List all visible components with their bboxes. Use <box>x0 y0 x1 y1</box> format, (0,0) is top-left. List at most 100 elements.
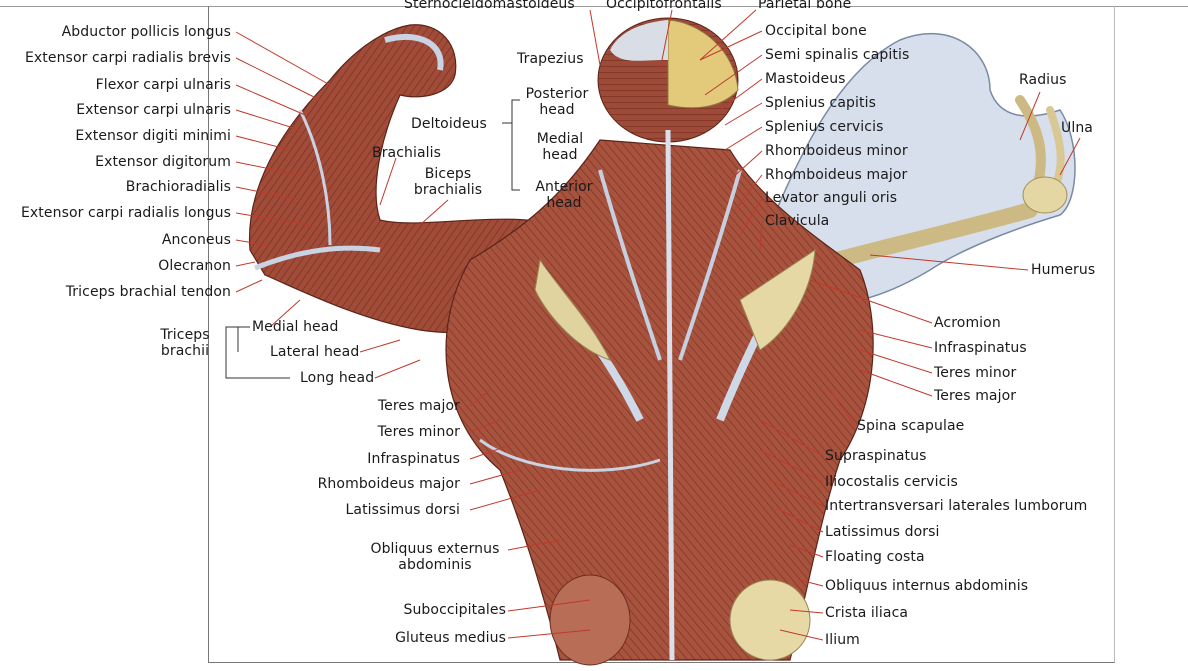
leader-line <box>235 109 301 131</box>
label-spina-scapulae: Spina scapulae <box>857 418 965 434</box>
triceps-bracket <box>225 326 290 379</box>
label-acromion: Acromion <box>934 315 1001 331</box>
leader-line <box>704 54 763 96</box>
label-obliquus-internus-abdominis: Obliquus internus abdominis <box>825 578 1029 594</box>
leader-line <box>235 279 263 293</box>
label-brachialis: Brachialis <box>372 145 442 161</box>
leader-line <box>235 84 306 116</box>
leader-line <box>769 479 824 507</box>
leader-line <box>235 261 256 267</box>
label-occipitofrontalis: Occipitofrontalis <box>606 0 722 12</box>
label-anterior-head: Anterior head <box>535 179 593 211</box>
label-triceps-long-head: Long head <box>300 370 375 386</box>
leader-line <box>235 31 331 86</box>
label-supraspinatus: Supraspinatus <box>825 448 927 464</box>
leader-lines <box>235 9 1081 641</box>
label-extensor-carpi-radialis-longus: Extensor carpi radialis longus <box>20 205 231 221</box>
leader-line <box>374 359 421 379</box>
label-crista-iliaca: Crista iliaca <box>825 605 909 621</box>
label-ilium: Ilium <box>825 632 860 648</box>
label-teres-minor-right: Teres minor <box>934 365 1017 381</box>
leader-line <box>469 444 511 460</box>
label-trapezius: Trapezius <box>517 51 584 67</box>
label-levator-anguli-oris: Levator anguli oris <box>765 190 898 206</box>
label-parietal-bone: Parietal bone <box>758 0 852 12</box>
label-suboccipitales: Suboccipitales <box>403 602 506 618</box>
label-semi-spinalis-capitis: Semi spinalis capitis <box>765 47 910 63</box>
label-extensor-digitorum: Extensor digitorum <box>95 154 231 170</box>
leader-line <box>469 469 521 485</box>
label-latissimus-dorsi-left: Latissimus dorsi <box>345 502 460 518</box>
label-extensor-carpi-ulnaris: Extensor carpi ulnaris <box>76 102 231 118</box>
leader-line <box>759 220 763 251</box>
label-triceps-brachial-tendon: Triceps brachial tendon <box>65 284 231 300</box>
label-iliocostalis-cervicis: Iliocostalis cervicis <box>825 474 958 490</box>
leader-line <box>729 150 763 181</box>
leader-line <box>869 254 1029 271</box>
leader-line <box>507 599 591 612</box>
leader-line <box>235 186 301 201</box>
label-gluteus-medius: Gluteus medius <box>395 630 506 646</box>
leader-line <box>759 449 824 483</box>
label-mastoideus: Mastoideus <box>765 71 846 87</box>
label-abductor-pollicis-longus: Abductor pollicis longus <box>61 24 231 40</box>
leader-line <box>859 329 933 349</box>
label-obliquus-externus-abdominis: Obliquus externus abdominis <box>370 541 500 573</box>
leader-line <box>235 239 266 246</box>
leader-line <box>235 161 301 176</box>
label-ulna: Ulna <box>1061 120 1093 136</box>
leader-line <box>724 102 763 126</box>
head <box>597 17 739 143</box>
leader-line <box>1059 137 1081 176</box>
top-rule <box>0 6 1188 7</box>
label-splenius-capitis: Splenius capitis <box>765 95 876 111</box>
leader-line <box>379 157 397 206</box>
leader-line <box>829 389 856 427</box>
leader-line <box>699 9 757 61</box>
leader-line <box>859 369 933 397</box>
leader-line <box>779 629 824 641</box>
label-triceps-medial-head: Medial head <box>252 319 339 335</box>
label-medial-head-deltoid: Medial head <box>536 131 584 163</box>
leader-line <box>507 629 591 639</box>
label-deltoideus: Deltoideus <box>411 116 487 132</box>
label-posterior-head: Posterior head <box>525 86 589 118</box>
leader-line <box>469 489 541 511</box>
leader-line <box>269 299 301 328</box>
leader-line <box>739 197 763 236</box>
leader-line <box>724 126 763 151</box>
label-floating-costa: Floating costa <box>825 549 925 565</box>
leader-line <box>719 78 763 111</box>
label-intertransversari-laterales-lumborum: Intertransversari laterales lumborum <box>825 498 1088 514</box>
leader-line <box>469 419 501 433</box>
label-infraspinatus-left: Infraspinatus <box>367 451 460 467</box>
label-olecranon: Olecranon <box>158 258 231 274</box>
label-teres-major-right: Teres major <box>934 388 1017 404</box>
label-extensor-digiti-minimi: Extensor digiti minimi <box>75 128 231 144</box>
leader-line <box>235 135 291 151</box>
leader-line <box>659 9 673 71</box>
leader-line <box>1019 91 1041 141</box>
leader-line <box>469 389 491 407</box>
leader-line <box>759 419 824 457</box>
leader-line <box>235 212 311 226</box>
leader-line <box>699 30 763 61</box>
label-radius: Radius <box>1019 72 1067 88</box>
leader-line <box>789 609 824 614</box>
leader-line <box>419 199 449 226</box>
label-clavicula: Clavicula <box>765 213 830 229</box>
leader-line <box>235 57 321 101</box>
label-occipital-bone: Occipital bone <box>765 23 867 39</box>
label-biceps-brachialis: Biceps brachialis <box>413 166 483 198</box>
leader-line <box>799 579 824 587</box>
illustration-frame <box>208 6 1115 663</box>
label-sternocleidomastoideus: Sternocleidomastoideus <box>404 0 575 12</box>
label-teres-major-left: Teres major <box>377 398 460 414</box>
label-rhomboideus-major-right: Rhomboideus major <box>765 167 908 183</box>
label-extensor-carpi-radialis-brevis: Extensor carpi radialis brevis <box>24 50 231 66</box>
label-splenius-cervicis: Splenius cervicis <box>765 119 884 135</box>
label-rhomboideus-minor-right: Rhomboideus minor <box>765 143 908 159</box>
label-rhomboideus-major-left: Rhomboideus major <box>317 476 460 492</box>
label-brachioradialis: Brachioradialis <box>125 179 231 195</box>
